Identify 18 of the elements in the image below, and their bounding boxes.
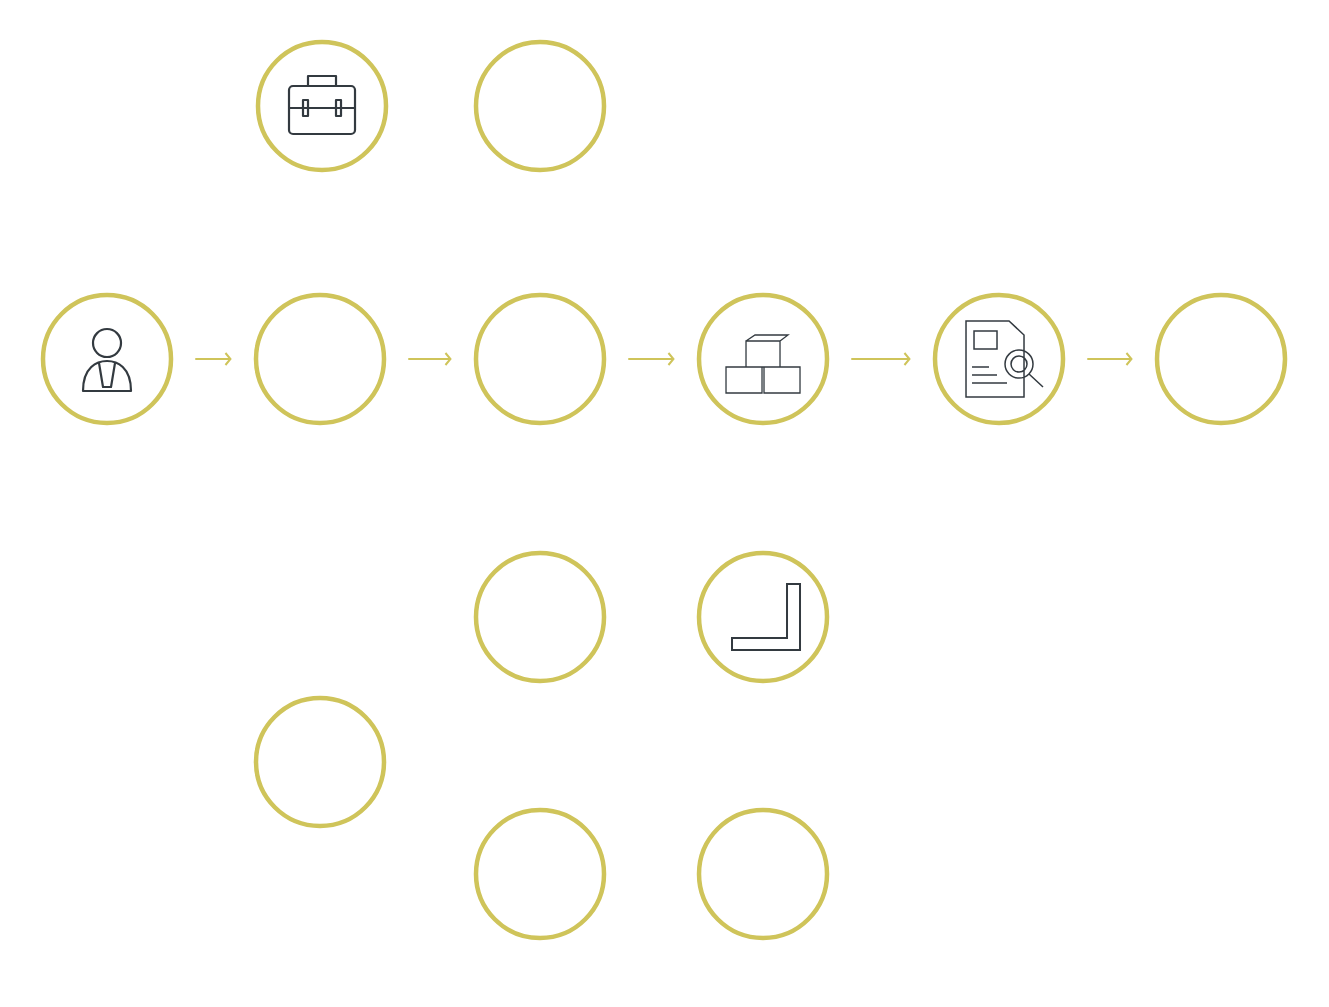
step-circle: [255, 39, 389, 173]
step-circle: [40, 292, 174, 426]
step-circle: [1154, 292, 1288, 426]
arrow: [1086, 352, 1133, 366]
step-circle: [696, 292, 830, 426]
arrow: [194, 352, 232, 366]
step-circle: [932, 292, 1066, 426]
step-circle: [473, 292, 607, 426]
arrow: [850, 352, 911, 366]
step-circle: [696, 550, 830, 684]
step-circle: [253, 292, 387, 426]
arrow: [627, 352, 675, 366]
step-circle: [696, 807, 830, 941]
arrow: [407, 352, 452, 366]
step-circle: [473, 807, 607, 941]
step-circle: [473, 550, 607, 684]
step-circle: [473, 39, 607, 173]
step-circle: [253, 695, 387, 829]
